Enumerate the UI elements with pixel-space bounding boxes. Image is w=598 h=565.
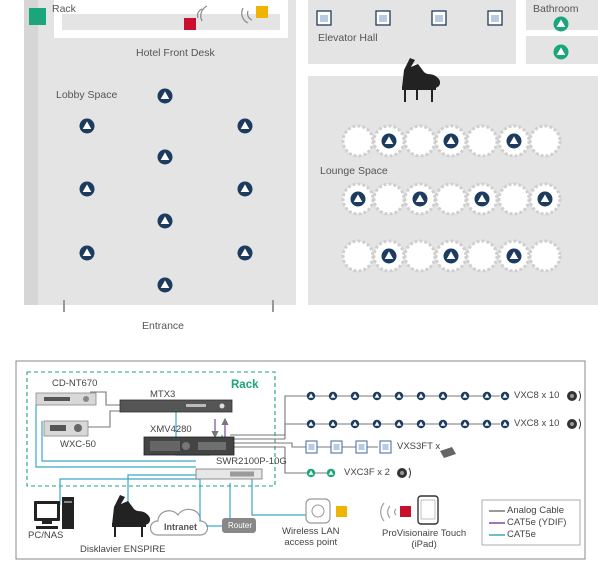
rack-marker xyxy=(29,8,46,25)
pc-nas-label: PC/NAS xyxy=(28,530,64,541)
speaker-round-icon xyxy=(567,418,581,430)
access-point-marker xyxy=(256,6,268,18)
bathroom-speaker xyxy=(553,44,569,60)
wxc50-device xyxy=(43,420,89,437)
ceiling-speaker xyxy=(487,10,503,26)
vxs3ft-unit-icon xyxy=(440,447,456,458)
legend-analog-label: Analog Cable xyxy=(507,505,565,516)
entrance-label: Entrance xyxy=(142,320,185,332)
system-diagram xyxy=(15,360,586,560)
row1-label: VXC8 x 10 xyxy=(514,390,560,401)
front-desk-label: Hotel Front Desk xyxy=(136,47,215,59)
lounge-speaker xyxy=(506,248,522,264)
lounge-speaker xyxy=(350,191,366,207)
wifi-signal-icon xyxy=(241,7,253,24)
speaker-round-icon xyxy=(567,390,581,402)
speaker-round-icon xyxy=(397,467,411,479)
ipad-icon xyxy=(400,495,439,525)
red-device-marker xyxy=(184,18,196,30)
ceiling-speaker xyxy=(431,10,447,26)
ceiling-speaker xyxy=(375,10,391,26)
ydif-cables xyxy=(211,417,229,439)
swr2100p-label: SWR2100P-10G xyxy=(216,456,287,467)
lobby-speaker xyxy=(79,245,95,261)
lobby-speaker xyxy=(237,181,253,197)
ipad-label: ProVisionaire Touch (iPad) xyxy=(382,528,467,550)
legend-ydif-label: CAT5e (YDIF) xyxy=(507,517,567,528)
lounge-label: Lounge Space xyxy=(320,165,388,177)
lobby-label: Lobby Space xyxy=(56,89,118,101)
lounge-speaker xyxy=(381,133,397,149)
lounge-speaker xyxy=(537,191,553,207)
lobby-speaker xyxy=(237,245,253,261)
router-label: Router xyxy=(228,521,253,530)
ceiling-speaker xyxy=(316,10,332,26)
grand-piano-icon xyxy=(402,58,441,102)
xmv4280-device xyxy=(143,436,235,456)
wlan-label: Wireless LAN access point xyxy=(282,526,340,548)
wifi-signal-icon xyxy=(380,502,397,522)
analog-cables xyxy=(84,391,304,474)
legend-cat5e-label: CAT5e xyxy=(507,529,536,540)
disklavier-label: Disklavier ENSPIRE xyxy=(80,544,166,555)
swr2100p-switch xyxy=(195,468,263,480)
xmv4280-label: XMV4280 xyxy=(150,424,192,435)
lobby-speaker xyxy=(157,88,173,104)
lobby-speaker xyxy=(79,181,95,197)
lounge-speaker xyxy=(412,191,428,207)
lounge-speaker xyxy=(474,191,490,207)
cd-nt670-label: CD-NT670 xyxy=(52,378,98,389)
lounge-speaker xyxy=(506,133,522,149)
lounge-speaker xyxy=(381,248,397,264)
bathroom-speaker xyxy=(553,16,569,32)
wifi-signal-icon xyxy=(196,5,208,22)
mtx3-label: MTX3 xyxy=(150,389,176,400)
lounge-speaker xyxy=(443,248,459,264)
row3-label: VXS3FT x xyxy=(397,441,441,452)
mtx3-device xyxy=(119,399,233,413)
lobby-speaker xyxy=(157,213,173,229)
speaker-row-1 xyxy=(304,391,510,401)
disklavier-piano-icon xyxy=(112,495,151,537)
rack-label: Rack xyxy=(52,3,76,15)
wireless-ap-icon xyxy=(305,498,347,524)
cd-nt670-device xyxy=(35,392,97,406)
row2-label: VXC8 x 10 xyxy=(514,418,560,429)
bathroom-label: Bathroom xyxy=(533,3,579,15)
lobby-speaker xyxy=(157,149,173,165)
speaker-row-2 xyxy=(304,419,510,429)
speaker-row-4 xyxy=(304,468,336,478)
lounge-speaker xyxy=(443,133,459,149)
rack-title: Rack xyxy=(231,379,259,391)
lobby-speaker xyxy=(79,118,95,134)
speaker-row-3 xyxy=(304,440,392,454)
pc-nas-icon xyxy=(34,497,74,529)
legend-box xyxy=(481,499,581,546)
router-device xyxy=(222,518,256,533)
elevator-hall-label: Elevator Hall xyxy=(318,32,378,44)
lobby-speaker xyxy=(237,118,253,134)
lobby-speaker xyxy=(157,277,173,293)
rack-box xyxy=(26,371,276,487)
floor-plan xyxy=(24,0,598,312)
row4-label: VXC3F x 2 xyxy=(344,467,390,478)
wxc50-label: WXC-50 xyxy=(60,439,96,450)
intranet-label: Intranet xyxy=(164,522,198,532)
